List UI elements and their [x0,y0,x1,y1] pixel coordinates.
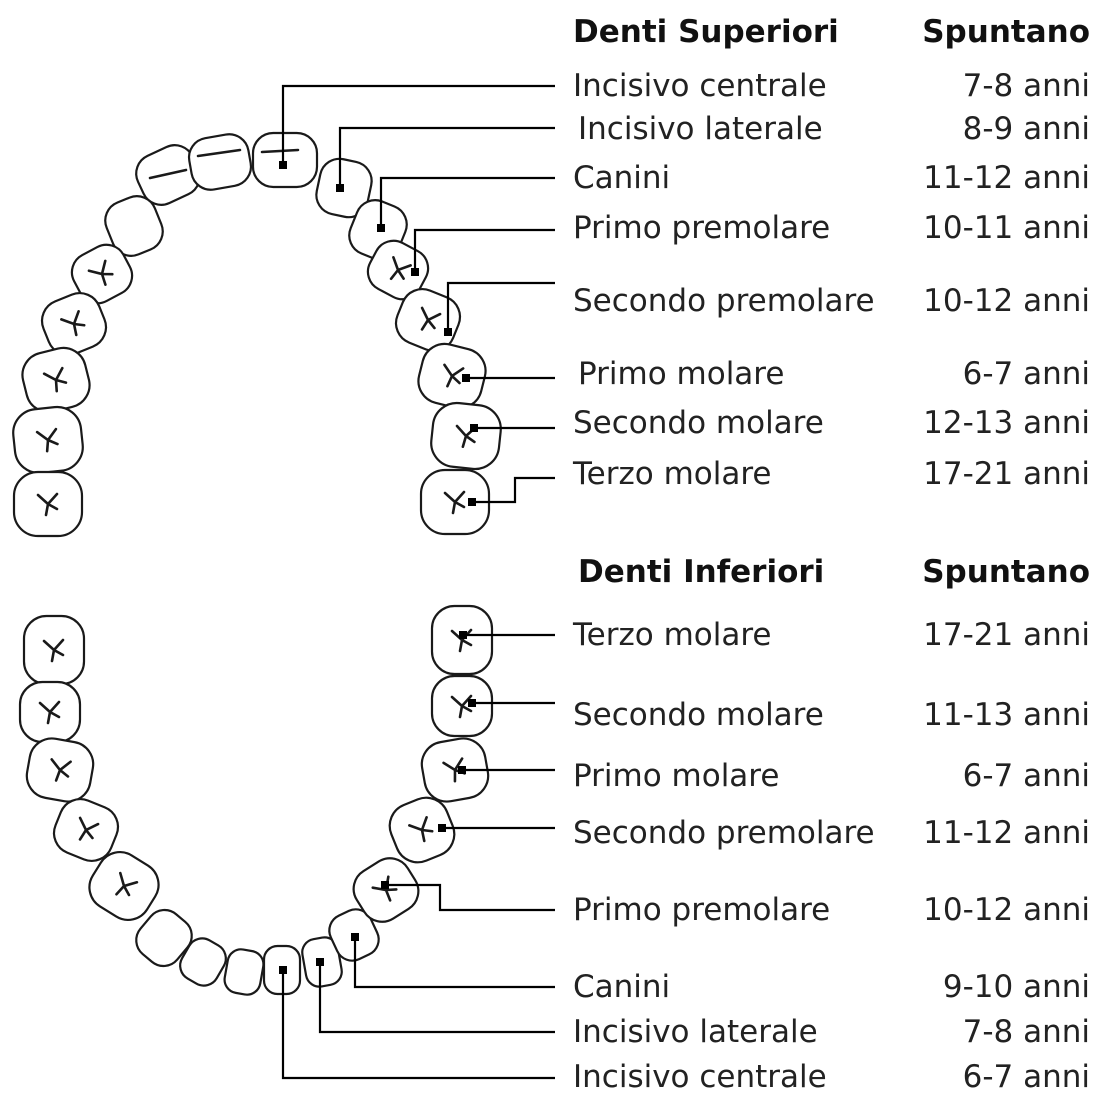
lower-age-canini: 9-10 anni [943,969,1090,1005]
upper-label-incisivo-laterale: Incisivo laterale [578,111,823,147]
leader-dot [468,699,476,707]
lower-label-terzo-molare: Terzo molare [572,617,772,653]
lower-age-incisivo-centrale: 6-7 anni [963,1059,1090,1095]
leader-lines [279,86,555,1078]
upper-age-canini: 11-12 anni [923,160,1090,196]
upper-tooth [186,131,254,193]
leader-dot [411,268,419,276]
leader-dot [444,328,452,336]
leader-line [283,86,555,165]
upper-dental-arch [11,131,503,536]
upper-header-age: Spuntano [922,14,1090,50]
lower-label-canini: Canini [573,969,670,1005]
leader-dot [351,933,359,941]
lower-label-incisivo-centrale: Incisivo centrale [573,1059,827,1095]
lower-age-secondo-molare: 11-13 anni [923,697,1090,733]
lower-label-incisivo-laterale: Incisivo laterale [573,1014,818,1050]
leader-dot [381,881,389,889]
upper-label-secondo-premolare: Secondo premolare [573,283,875,319]
leader-dot [279,161,287,169]
lower-label-secondo-molare: Secondo molare [573,697,824,733]
upper-label-incisivo-centrale: Incisivo centrale [573,68,827,104]
leader-dot [458,766,466,774]
lower-header-age: Spuntano [922,554,1090,590]
lower-label-primo-molare: Primo molare [573,758,779,794]
upper-age-incisivo-laterale: 8-9 anni [963,111,1090,147]
lower-age-primo-premolare: 10-12 anni [923,892,1090,928]
upper-label-secondo-molare: Secondo molare [573,405,824,441]
leader-line [448,283,555,332]
leader-dot [279,966,287,974]
leader-dot [336,184,344,192]
leader-line [415,230,555,272]
upper-age-primo-molare: 6-7 anni [963,356,1090,392]
upper-label-primo-molare: Primo molare [578,356,784,392]
leader-dot [468,498,476,506]
leader-dot [462,374,470,382]
lower-header-name: Denti Inferiori [578,554,824,590]
lower-age-secondo-premolare: 11-12 anni [923,815,1090,851]
upper-age-incisivo-centrale: 7-8 anni [963,68,1090,104]
lower-label-secondo-premolare: Secondo premolare [573,815,875,851]
leader-dot [470,424,478,432]
upper-age-secondo-molare: 12-13 anni [923,405,1090,441]
upper-age-terzo-molare: 17-21 anni [923,456,1090,492]
lower-age-incisivo-laterale: 7-8 anni [963,1014,1090,1050]
leader-line [355,937,555,987]
upper-label-canini: Canini [573,160,670,196]
leader-dot [438,824,446,832]
upper-label-terzo-molare: Terzo molare [572,456,772,492]
lower-age-primo-molare: 6-7 anni [963,758,1090,794]
upper-age-secondo-premolare: 10-12 anni [923,283,1090,319]
lower-age-terzo-molare: 17-21 anni [923,617,1090,653]
upper-tooth [253,133,317,187]
lower-label-primo-premolare: Primo premolare [573,892,830,928]
leader-dot [316,958,324,966]
leader-dot [377,224,385,232]
upper-age-primo-premolare: 10-11 anni [923,210,1090,246]
upper-header-name: Denti Superiori [573,14,839,50]
lower-dental-arch [20,606,492,997]
lower-tooth [222,947,265,997]
upper-label-primo-premolare: Primo premolare [573,210,830,246]
leader-dot [459,631,467,639]
